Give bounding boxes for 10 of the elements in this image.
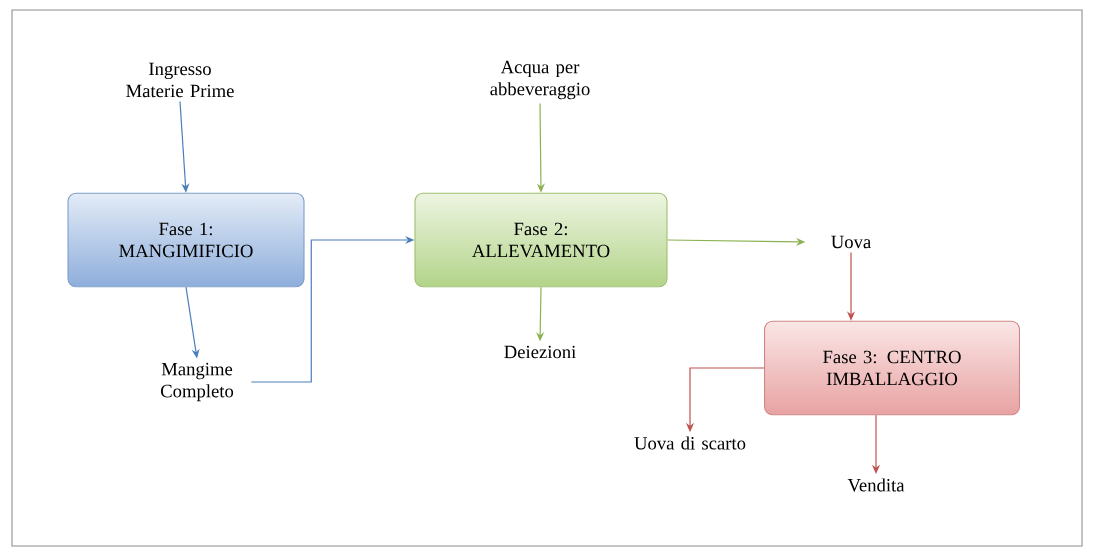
process-box: Fase 3: CENTRO IMBALLAGGIO [764, 320, 1020, 416]
flow-label: Ingresso Materie Prime [126, 62, 234, 98]
process-box: Fase 2: ALLEVAMENTO [414, 192, 668, 288]
process-box: Fase 1: MANGIMIFICIO [67, 192, 305, 288]
flow-label: Uova [831, 235, 871, 249]
flow-label: Deiezioni [504, 345, 576, 359]
flow-label: Uova di scarto [634, 436, 746, 450]
flow-label: Mangime Completo [160, 362, 234, 402]
flow-label: Acqua per abbeveraggio [490, 60, 590, 100]
flow-label: Vendita [847, 478, 905, 492]
